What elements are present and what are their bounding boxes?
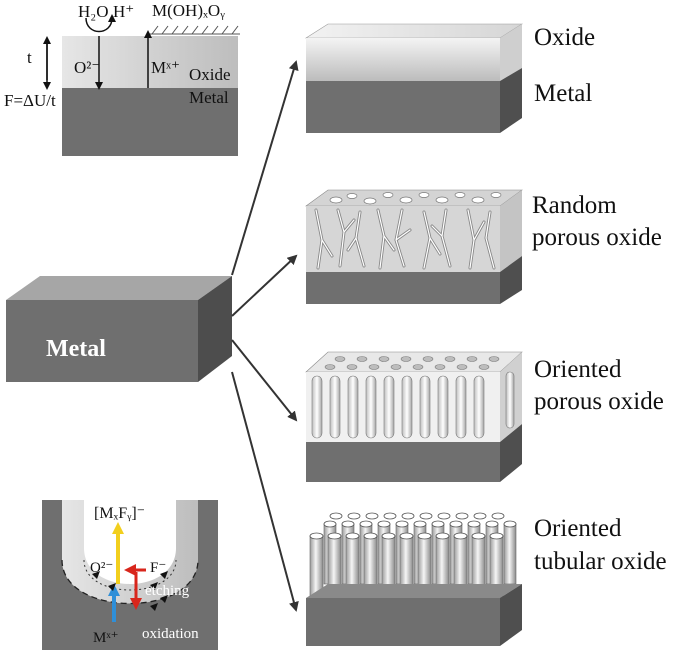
oxidation-front — [61, 559, 199, 605]
label-metal: Metal — [534, 80, 593, 107]
arrow-to-tubular — [231, 371, 299, 612]
arrow-to-compact-oxide — [231, 60, 299, 276]
label-porous-oxide: porous oxide — [534, 388, 664, 415]
inset-oxide-label: Oxide — [189, 65, 231, 84]
water-split-arrow — [85, 14, 116, 33]
arrow-to-oriented-porous — [231, 339, 298, 422]
label-random: Random — [532, 192, 617, 219]
oxidation-label: oxidation — [142, 626, 199, 642]
label-oriented-tubular: Oriented — [534, 515, 622, 542]
inset-pore-interior — [84, 500, 176, 584]
inset-oxygen-label: O²⁻ — [90, 560, 114, 576]
water-label: H₂O — [78, 2, 109, 21]
hydroxide-label: M(OH)ₓOᵧ — [152, 1, 225, 20]
block-oriented-porous — [305, 351, 523, 482]
inset-pore-bottom — [42, 500, 218, 650]
fluoride-label: F⁻ — [150, 560, 167, 576]
label-tubular-oxide: tubular oxide — [534, 548, 667, 575]
inset-metal-label: Metal — [189, 88, 229, 107]
pathway-arrows — [231, 60, 299, 612]
label-oriented-porous: Oriented — [534, 356, 622, 383]
thickness-label: t — [27, 48, 32, 67]
block-compact-oxide — [304, 23, 524, 133]
label-oxide: Oxide — [534, 24, 596, 51]
inset-metal-layer — [62, 88, 238, 156]
label-random-porous-oxide: porous oxide — [532, 224, 662, 251]
inset-oxide-growth — [43, 14, 240, 156]
complex-ion-label: [MₓFᵧ]⁻ — [94, 505, 146, 522]
inset-oxide-layer — [62, 36, 238, 88]
metal-ion-label: Mˣ⁺ — [151, 58, 181, 77]
hydroxide-hatching — [148, 25, 240, 35]
etching-front — [83, 559, 177, 591]
proton-label: H⁺ — [113, 2, 135, 21]
etching-label: etching — [145, 583, 190, 599]
block-tubular — [306, 512, 522, 646]
block-random-porous — [305, 189, 523, 304]
oxygen-ion-label: O²⁻ — [74, 58, 101, 77]
arrow-to-random-porous — [231, 254, 298, 317]
central-metal-block — [6, 276, 232, 382]
central-metal-label: Metal — [46, 336, 106, 362]
inset-metal-ion-label: Mˣ⁺ — [93, 630, 119, 646]
field-equation: F=ΔU/t — [4, 91, 56, 110]
